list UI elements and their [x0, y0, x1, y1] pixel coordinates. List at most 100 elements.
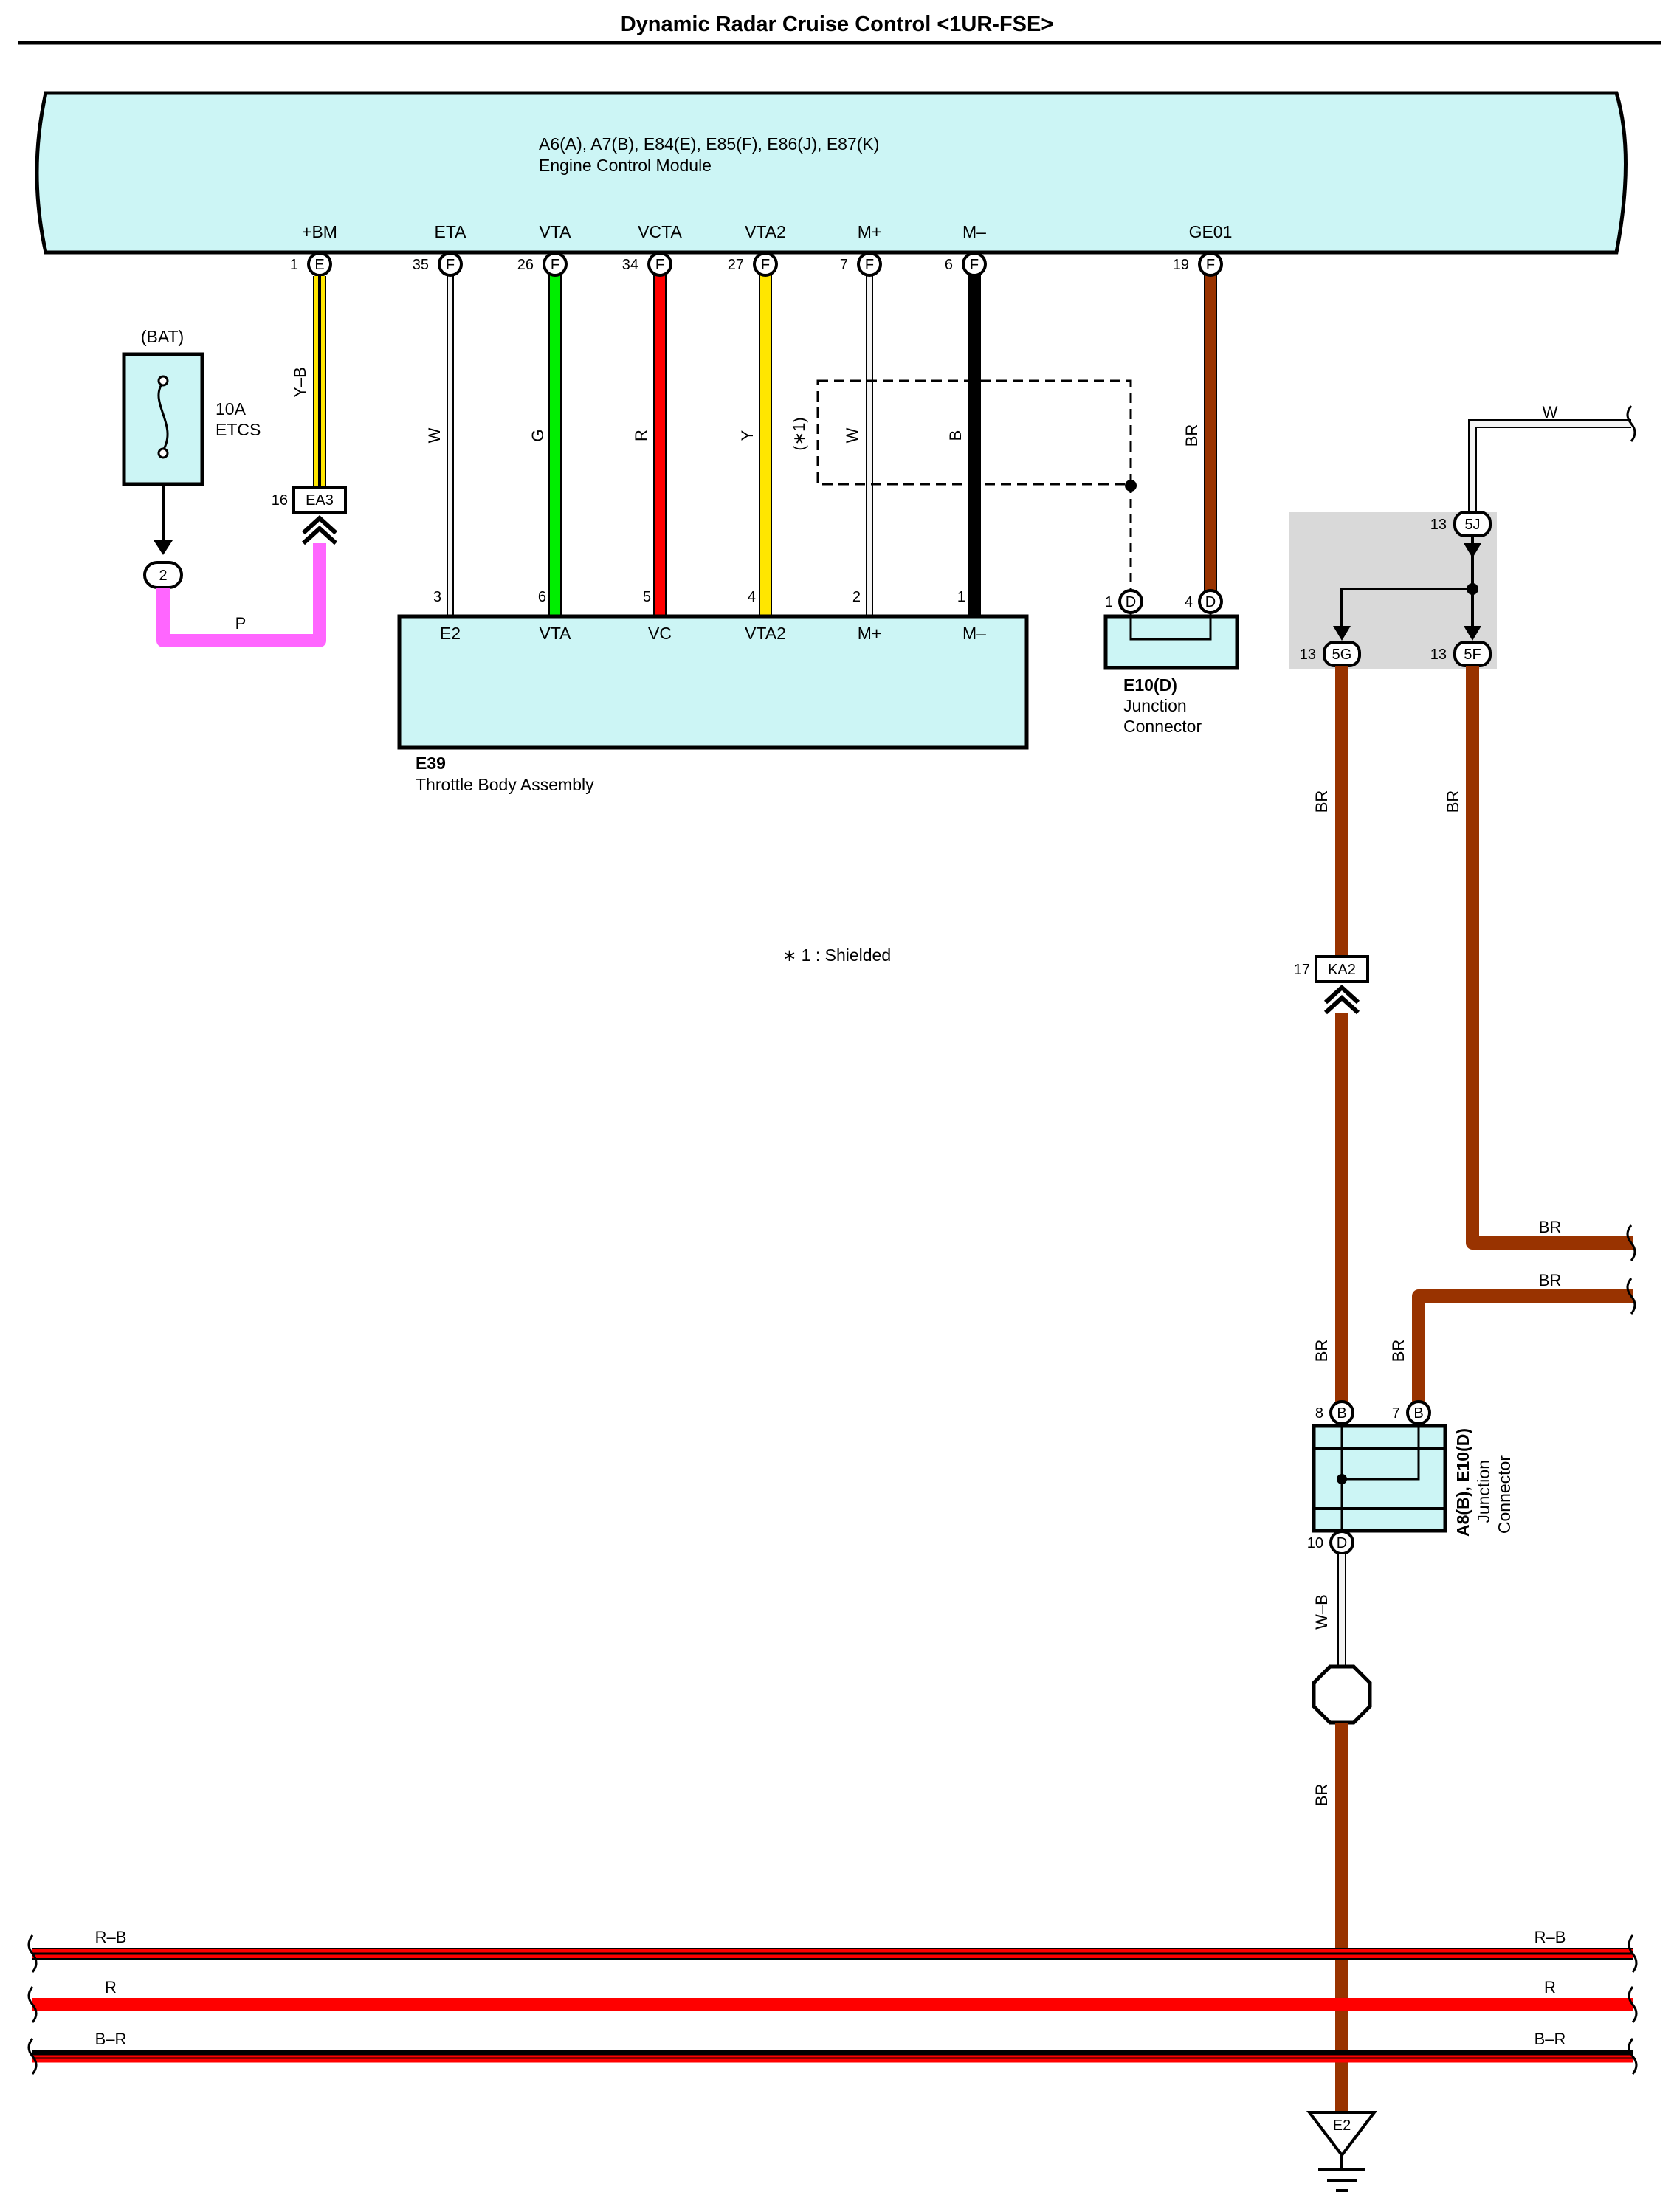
bus-br-right: B–R [1534, 2030, 1566, 2048]
jc-a8-conn-10: D [1337, 1535, 1347, 1551]
ecm-box [35, 91, 1628, 255]
fuse-arrow [154, 540, 173, 555]
svg-text:26: 26 [517, 257, 534, 273]
jc-a8-conn-7: B [1413, 1405, 1423, 1422]
wire-label-br-d: BR [1312, 1340, 1331, 1362]
bus-r-right: R [1544, 1978, 1556, 1996]
wire-label-br-e: BR [1539, 1271, 1562, 1289]
joint-5f-label: 5F [1464, 647, 1481, 663]
wire-label-shield: (∗1) [790, 417, 808, 450]
tb-pin-1: 1 [957, 589, 965, 605]
ka2-pin: 17 [1294, 962, 1310, 978]
joint-branch [1340, 588, 1472, 636]
break-w [1626, 405, 1636, 442]
wire-label-br-b: BR [1444, 790, 1462, 813]
ground-label: E2 [1333, 2118, 1351, 2134]
jc-a8-pin7: 7 [1392, 1405, 1400, 1422]
bus-br-left: B–R [95, 2030, 127, 2048]
wire-label-ge01: BR [1182, 424, 1201, 447]
break-br-1 [1626, 1224, 1636, 1261]
wire-label-pink: P [235, 614, 247, 633]
wire-label-vta: G [528, 429, 547, 441]
ecm-codes: A6(A), A7(B), E84(E), E85(F), E86(J), E8… [539, 134, 879, 154]
throttle-body-box [397, 614, 1029, 750]
svg-text:F: F [865, 257, 874, 273]
wire-br-5f [1466, 666, 1633, 1250]
tb-term-mminus: M– [962, 624, 986, 643]
joint-5j-pin: 13 [1430, 517, 1447, 533]
wire-label-mminus: B [946, 430, 965, 441]
tb-pin-4: 4 [748, 589, 756, 605]
ecm-name: Engine Control Module [539, 156, 712, 175]
diagram-title: Dynamic Radar Cruise Control <1UR-FSE> [621, 13, 1054, 36]
fuse-pin-label: 2 [159, 568, 167, 584]
jc-e10-pin-a: 1 [1105, 594, 1113, 610]
jc-a8-pin8: 8 [1315, 1405, 1323, 1422]
jc-e10-line1: Junction [1123, 696, 1187, 715]
wire-label-br-g: BR [1312, 1784, 1331, 1807]
shield-note: ∗ 1 : Shielded [782, 945, 891, 965]
ecm-term-bm: +BM [302, 222, 337, 241]
ecm-term-eta: ETA [434, 222, 466, 241]
wire-label-w-right: W [1543, 403, 1558, 421]
shield-box [816, 379, 1132, 486]
wire-eta [447, 273, 454, 616]
jc-e10-conn-a: D [1126, 594, 1136, 610]
jc-e10-conn-b: D [1205, 594, 1216, 610]
fuse-element [157, 382, 169, 451]
fuse-box [122, 352, 204, 486]
tb-term-vc: VC [648, 624, 672, 643]
jc-a8-line2: Connector [1495, 1455, 1514, 1534]
shield-junction-dot [1125, 480, 1137, 492]
tb-pin-3: 3 [433, 589, 441, 605]
splice-point [1312, 1664, 1372, 1725]
joint-5g-pin: 13 [1300, 647, 1316, 663]
svg-text:F: F [655, 257, 664, 273]
wire-label-br-a: BR [1312, 790, 1331, 813]
wire-label-wb: W–B [1312, 1594, 1331, 1630]
ecm-term-mplus: M+ [858, 222, 882, 241]
throttle-name: Throttle Body Assembly [416, 775, 594, 794]
wire-label-mplus: W [843, 427, 861, 443]
ea3-connector [292, 486, 347, 514]
wire-label-br-f: BR [1389, 1340, 1408, 1362]
jc-e10-line2: Connector [1123, 717, 1202, 736]
jc-a8-line1: Junction [1474, 1460, 1493, 1523]
wire-label-vcta: R [632, 430, 650, 441]
ground-triangle [1306, 2111, 1378, 2158]
tb-pin-5: 5 [643, 589, 651, 605]
svg-text:F: F [1206, 257, 1215, 273]
ka2-label: KA2 [1328, 962, 1356, 978]
ecm-term-vta2: VTA2 [745, 222, 786, 241]
joint-arrow-right [1464, 626, 1481, 641]
wire-mplus [866, 273, 873, 616]
ecm-term-ge01: GE01 [1189, 222, 1233, 241]
jc-a8-code: A8(B), E10(D) [1453, 1428, 1472, 1537]
fuse-source: (BAT) [141, 327, 184, 346]
svg-text:F: F [970, 257, 979, 273]
svg-text:19: 19 [1173, 257, 1189, 273]
jc-a8-dot [1337, 1474, 1347, 1484]
svg-text:34: 34 [622, 257, 638, 273]
jc-e10-code: E10(D) [1123, 675, 1177, 695]
joint-arrow-up [1464, 543, 1481, 558]
jc-e10-pin-b: 4 [1185, 594, 1193, 610]
ecm-term-vta: VTA [539, 222, 571, 241]
tb-pin-2: 2 [852, 589, 861, 605]
wire-w-right [1468, 419, 1631, 521]
jc-a8-pin10-circle [1329, 1530, 1354, 1555]
ea3-label: EA3 [306, 492, 334, 509]
bus-r-left: R [105, 1978, 117, 1996]
jc-a8-pin8-circle [1329, 1400, 1354, 1425]
ea3-arrow [301, 514, 338, 545]
svg-text:6: 6 [945, 257, 953, 273]
wire-br-7 [1412, 1289, 1633, 1402]
joint-arrow-left [1333, 626, 1351, 641]
joint-5j-label: 5J [1464, 517, 1480, 533]
tb-term-e2: E2 [440, 624, 461, 643]
bus-break-marks [27, 1934, 1638, 2075]
ka2-arrow [1323, 984, 1360, 1015]
wire-label-vta2: Y [738, 430, 757, 441]
fuse-name: ETCS [216, 420, 261, 439]
